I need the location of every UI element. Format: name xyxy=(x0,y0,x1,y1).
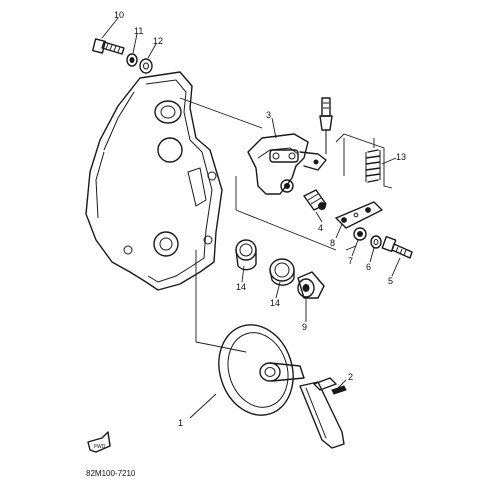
callout-3: 3 xyxy=(266,110,271,120)
callout-11: 11 xyxy=(134,26,143,36)
callout-14-right: 14 xyxy=(270,298,280,308)
callout-6: 6 xyxy=(366,262,371,272)
washer-12 xyxy=(139,58,153,74)
fwd-label: FWD xyxy=(94,444,106,450)
callout-10: 10 xyxy=(114,10,124,20)
plate-8 xyxy=(335,201,383,229)
bracket-3 xyxy=(247,133,327,195)
bolt-10 xyxy=(91,38,125,55)
washer-11 xyxy=(126,53,138,67)
bushing-14-right xyxy=(269,258,295,286)
screw-4 xyxy=(303,189,327,211)
callout-12: 12 xyxy=(153,36,163,46)
callout-4: 4 xyxy=(318,223,323,233)
callout-1: 1 xyxy=(178,418,183,428)
washer-7 xyxy=(353,227,367,241)
shaft-2 xyxy=(299,377,347,449)
housing-cover xyxy=(85,71,223,291)
callout-7: 7 xyxy=(348,256,353,266)
sheave-1 xyxy=(195,250,305,416)
callout-leaders xyxy=(101,17,401,419)
drawing-code: 82M100-7210 xyxy=(86,469,136,478)
bolt-5 xyxy=(381,235,413,259)
callout-8: 8 xyxy=(330,238,335,248)
pulley-9 xyxy=(297,271,325,299)
fwd-arrow-icon: FWD xyxy=(87,431,111,453)
cable-fitting xyxy=(319,97,333,154)
callout-2: 2 xyxy=(348,372,353,382)
callout-13: 13 xyxy=(396,152,406,162)
callout-9: 9 xyxy=(302,322,307,332)
washer-6 xyxy=(370,235,382,249)
assembly-outline xyxy=(179,97,393,251)
spring-13 xyxy=(365,138,381,183)
callout-5: 5 xyxy=(388,276,393,286)
bushing-14-left xyxy=(235,239,257,271)
callout-14-left: 14 xyxy=(236,282,246,292)
